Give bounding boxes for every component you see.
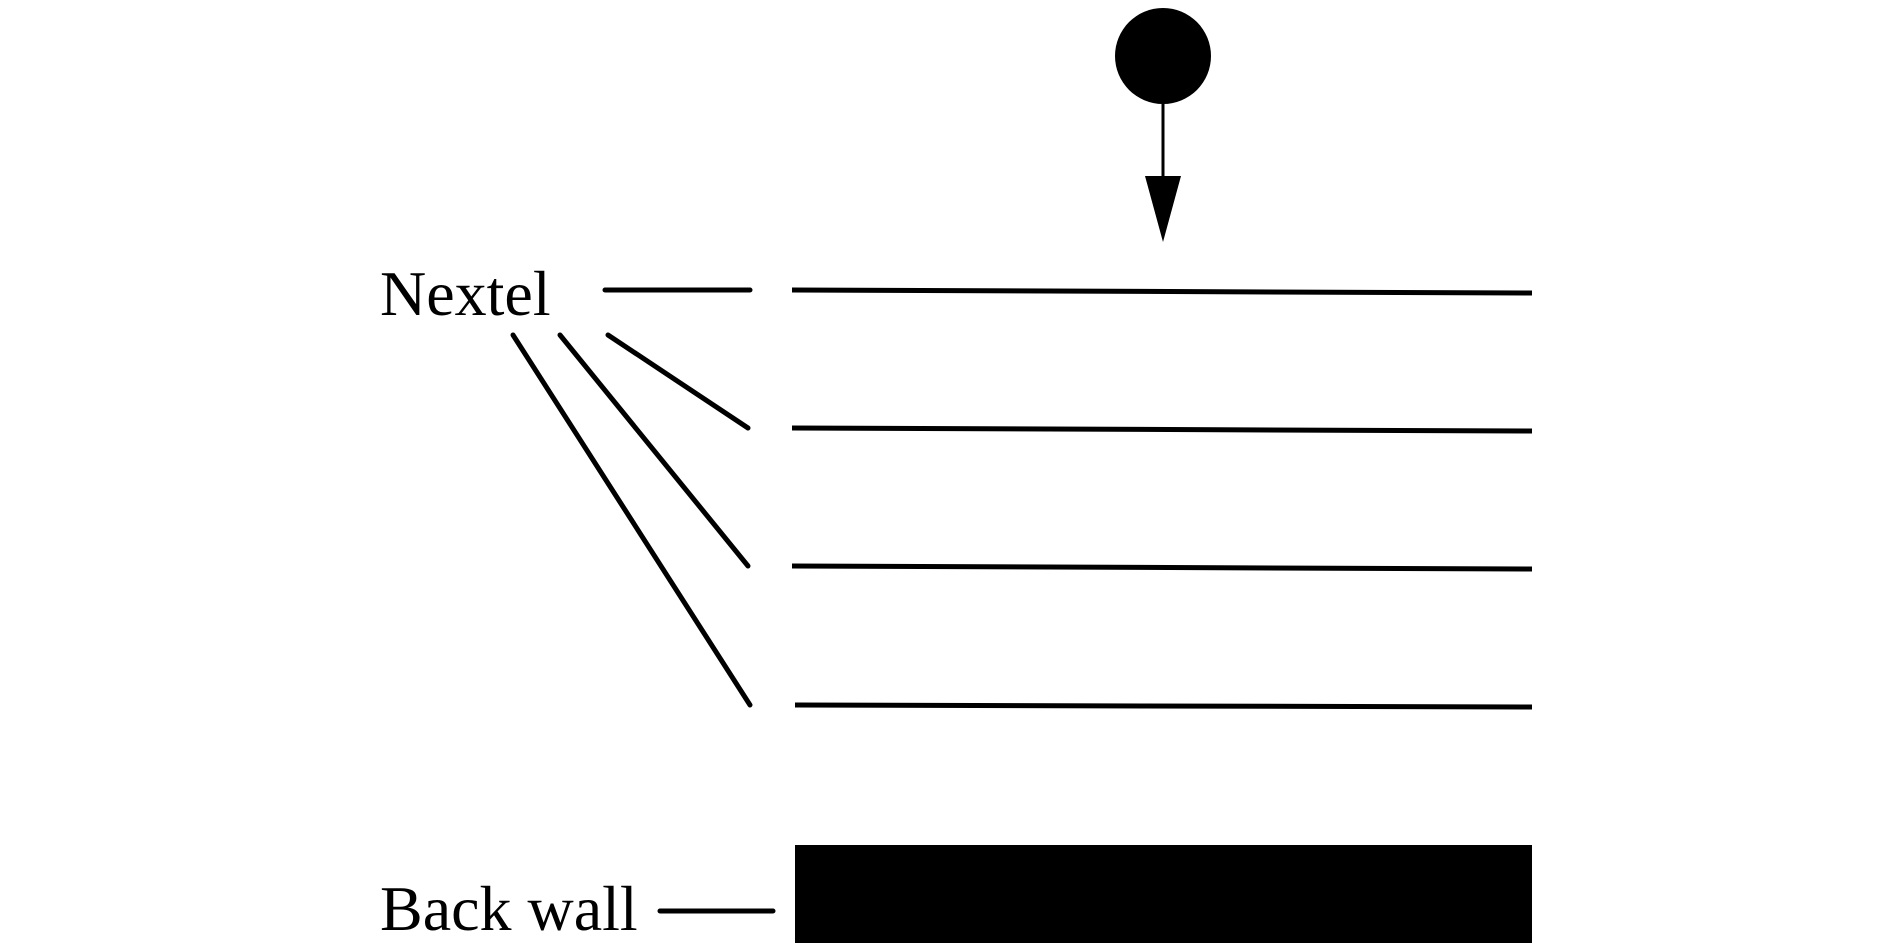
- back-wall-plate: [795, 845, 1532, 943]
- nextel-layer-1: [791, 287, 1533, 296]
- nextel-leader-lines: [510, 287, 753, 708]
- nextel-label: Nextel: [380, 258, 551, 329]
- nextel-layer-3: [791, 563, 1533, 572]
- nextel-leader-2: [605, 332, 751, 431]
- projectile-ball: [1115, 8, 1211, 104]
- projectile: [1115, 8, 1211, 242]
- back-wall-label: Back wall: [380, 873, 638, 944]
- nextel-layer-2: [791, 425, 1533, 434]
- nextel-layers: [791, 287, 1533, 710]
- nextel-leader-3: [557, 332, 751, 569]
- nextel-layer-4: [794, 702, 1533, 710]
- nextel-leader-4: [510, 332, 753, 708]
- projectile-arrowhead: [1145, 176, 1181, 242]
